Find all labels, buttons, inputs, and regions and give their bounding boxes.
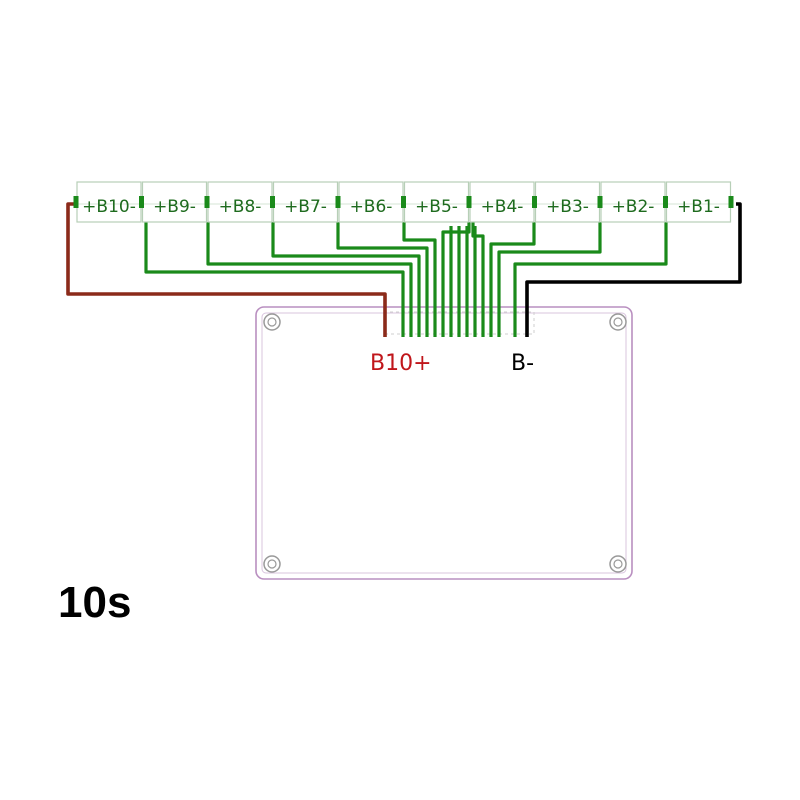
- b10-plus-label: B10+: [370, 351, 432, 376]
- cell-junction: [335, 196, 341, 208]
- cell-2: +B2-: [600, 181, 666, 223]
- cell-label: +B6-: [350, 197, 393, 217]
- cell-junction: [401, 196, 406, 208]
- cell-junction: [597, 196, 603, 208]
- mounting-hole-bottom-right: [609, 555, 627, 573]
- balance-wire-b4-right: [471, 222, 485, 337]
- balance-wires: [66, 202, 742, 337]
- cell-row: +B10- +B9- +B8- +B7- +B6- +B5- +B4- +B3- +B2- +B1…: [73, 181, 734, 223]
- balance-wire-b9: [144, 222, 405, 337]
- cell-box: [272, 181, 339, 223]
- balance-wire-b5: [402, 222, 437, 337]
- board-outline-outer: [255, 306, 633, 580]
- board-outline-inner: [261, 312, 627, 574]
- cell-9: +B9-: [141, 181, 208, 223]
- cell-1: +B1-: [665, 181, 732, 223]
- cell-label: +B7-: [284, 197, 327, 217]
- cell-junction: [270, 196, 275, 208]
- cell-label: +B5-: [415, 197, 458, 217]
- mounting-hole-top-left: [263, 313, 281, 331]
- cell-box: [403, 181, 470, 223]
- balance-wire-b6: [336, 222, 429, 337]
- cell-label: +B10-: [82, 197, 136, 217]
- cell-box: [76, 181, 142, 223]
- series-count-title: 10s: [58, 578, 131, 627]
- mounting-hole-top-right: [609, 313, 627, 331]
- positive-wire-b10-plus: [66, 202, 387, 337]
- cell-label: +B2-: [612, 197, 655, 217]
- mounting-hole-bottom-left: [263, 555, 281, 573]
- cell-junction: [466, 196, 472, 208]
- cell-box: [534, 181, 601, 223]
- cell-6: +B6-: [338, 181, 404, 223]
- balance-wire-b3: [489, 222, 536, 337]
- cell-junction: [73, 196, 79, 208]
- cell-label: +B9-: [153, 197, 196, 217]
- balance-wire-b1: [513, 222, 668, 337]
- cell-label: +B4-: [481, 197, 524, 217]
- cell-4: +B4-: [469, 181, 535, 223]
- cell-junction: [139, 196, 144, 208]
- cell-5: +B5-: [403, 181, 470, 223]
- cell-box: [141, 181, 208, 223]
- cell-7: +B7-: [272, 181, 339, 223]
- negative-wire-b-minus: [525, 202, 742, 337]
- cell-8: +B8-: [207, 181, 273, 223]
- balance-wire-b7: [271, 222, 421, 337]
- cell-3: +B3-: [534, 181, 601, 223]
- balance-wire-b2: [497, 222, 602, 337]
- b-minus-label: B-: [511, 351, 534, 376]
- bms-board: [255, 306, 633, 580]
- cell-label: +B8-: [219, 197, 262, 217]
- cell-junction: [663, 196, 668, 208]
- balance-wire-b4-left: [441, 222, 471, 337]
- cell-junction: [728, 196, 734, 208]
- cell-junction: [532, 196, 537, 208]
- cell-label: +B3-: [546, 197, 589, 217]
- balance-wire-b8: [206, 222, 413, 337]
- cell-label: +B1-: [677, 197, 720, 217]
- cell-10: +B10-: [76, 181, 142, 223]
- cell-junction: [204, 196, 210, 208]
